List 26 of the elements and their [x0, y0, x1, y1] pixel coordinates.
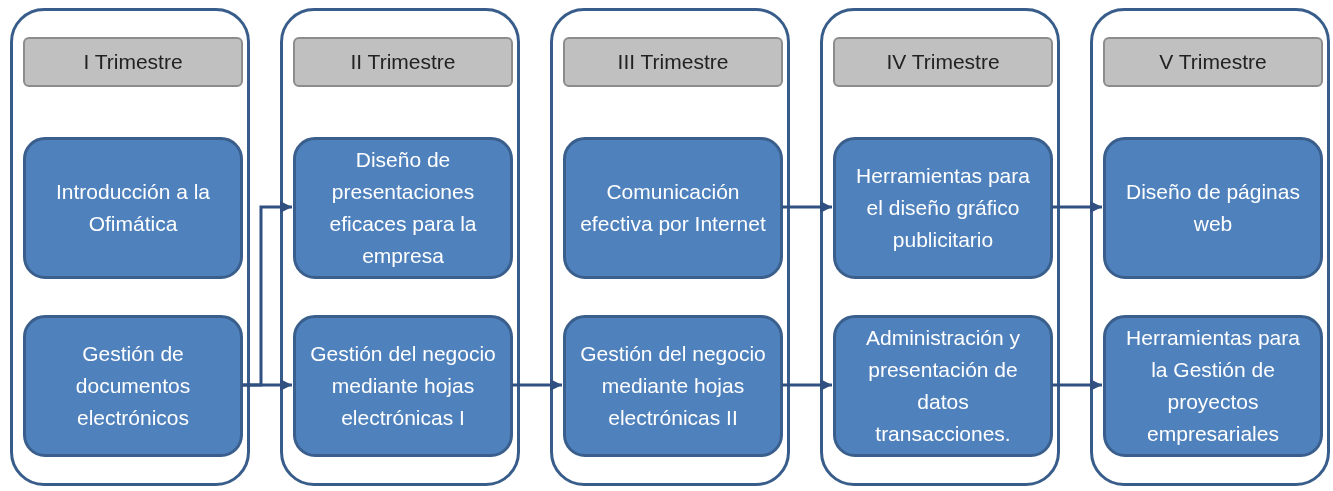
- quarter-header: II Trimestre: [293, 37, 513, 87]
- quarter-header: V Trimestre: [1103, 37, 1323, 87]
- column-panel: [280, 8, 520, 486]
- course-box: Gestión del negocio mediante hojas electrónicas II: [563, 315, 783, 457]
- quarter-header: I Trimestre: [23, 37, 243, 87]
- course-box: Diseño de páginas web: [1103, 137, 1323, 279]
- course-box: Herramientas para el diseño gráfico publicitario: [833, 137, 1053, 279]
- course-box: Introducción a la Ofimática: [23, 137, 243, 279]
- column-panel: [10, 8, 250, 486]
- course-box: Gestión del negocio mediante hojas electrónicas I: [293, 315, 513, 457]
- arrow: [512, 379, 562, 391]
- arrow: [1052, 379, 1102, 391]
- quarter-header: IV Trimestre: [833, 37, 1053, 87]
- arrow: [782, 379, 832, 391]
- course-box: Diseño de presentaciones eficaces para la empresa: [293, 137, 513, 279]
- arrow: [1052, 201, 1102, 213]
- course-box: Comunicación efectiva por Internet: [563, 137, 783, 279]
- column-panel: [1090, 8, 1330, 486]
- course-box: Herramientas para la Gestión de proyectos empresariales: [1103, 315, 1323, 457]
- arrow: [242, 379, 292, 391]
- column-panel: [550, 8, 790, 486]
- course-box: Gestión de documentos electrónicos: [23, 315, 243, 457]
- course-box: Administración y presentación de datos transacciones.: [833, 315, 1053, 457]
- column-panel: [820, 8, 1060, 486]
- quarter-header: III Trimestre: [563, 37, 783, 87]
- arrow: [782, 201, 832, 213]
